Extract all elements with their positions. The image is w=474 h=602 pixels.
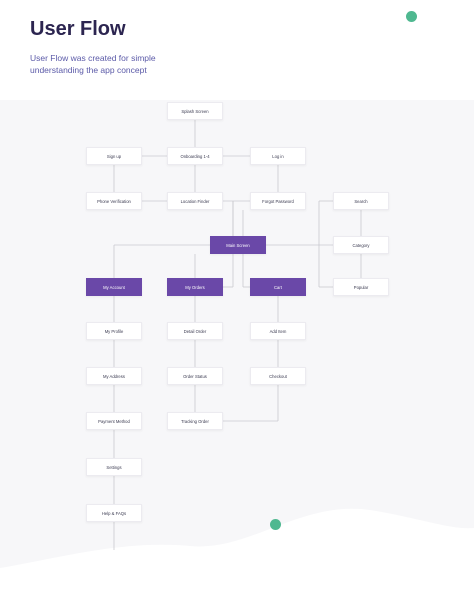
node-main-screen: Main Screen <box>210 236 266 254</box>
page-title: User Flow <box>30 18 126 40</box>
node-splash-screen: Splash Screen <box>167 102 223 120</box>
node-my-profile: My Profile <box>86 322 142 340</box>
node-detail-order: Detail Order <box>167 322 223 340</box>
node-tracking-order: Tracking Order <box>167 412 223 430</box>
node-payment-method: Payment Method <box>86 412 142 430</box>
node-search: Search <box>333 192 389 210</box>
green-dot-decoration <box>406 11 417 22</box>
green-dot-decoration <box>270 519 281 530</box>
diagram-canvas-background <box>0 100 474 602</box>
node-onboarding: Onboarding 1-4 <box>167 147 223 165</box>
node-checkout: Checkout <box>250 367 306 385</box>
node-forgot-password: Forgot Password <box>250 192 306 210</box>
node-settings: Settings <box>86 458 142 476</box>
node-log-in: Log in <box>250 147 306 165</box>
node-help-faqs: Help & FAQs <box>86 504 142 522</box>
node-phone-verification: Phone Verification <box>86 192 142 210</box>
node-my-address: My Address <box>86 367 142 385</box>
node-add-item: Add Item <box>250 322 306 340</box>
node-sign-up: Sign up <box>86 147 142 165</box>
node-order-status: Order Status <box>167 367 223 385</box>
node-my-orders: My Orders <box>167 278 223 296</box>
node-popular: Popular <box>333 278 389 296</box>
node-location-finder: Location Finder <box>167 192 223 210</box>
page-subtitle: User Flow was created for simple underst… <box>30 53 156 75</box>
node-category: Category <box>333 236 389 254</box>
node-cart: Cart <box>250 278 306 296</box>
node-my-account: My Account <box>86 278 142 296</box>
